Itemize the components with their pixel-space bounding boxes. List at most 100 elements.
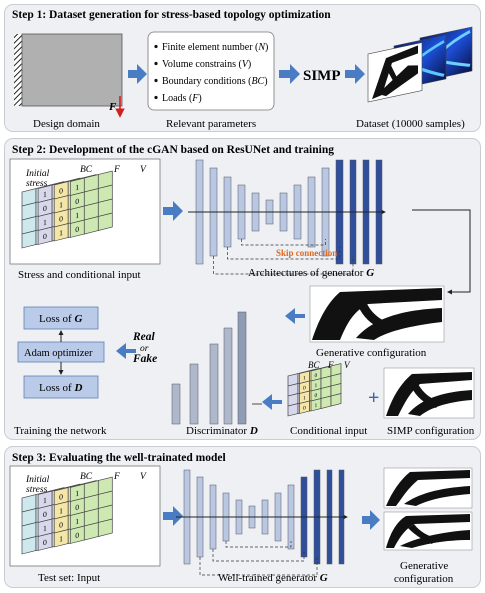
stack-label-v: V [140, 165, 147, 175]
discriminator-layer [209, 343, 219, 425]
grid-digit: 1 [43, 495, 47, 505]
grid-digit: 0 [303, 385, 306, 392]
skip-connection-line [241, 239, 326, 246]
cond-label-v: V [344, 360, 351, 370]
grid-digit: 0 [59, 214, 63, 224]
right-arrow-icon [163, 506, 183, 526]
fake-label: Fake [132, 353, 157, 365]
right-arrow-icon [279, 64, 300, 84]
grid-digit: 1 [75, 516, 79, 526]
or-label: or [140, 344, 149, 354]
generator-caption: Architectures of generator G [248, 267, 374, 279]
param-item: Volume constrains (V) [162, 59, 251, 70]
bullet-icon [154, 78, 158, 83]
discriminator-layer [237, 311, 247, 425]
right-arrow-icon [163, 201, 183, 221]
grid-digit: 1 [303, 395, 306, 402]
skip-connection-line [225, 541, 292, 548]
discriminator-layer [223, 327, 233, 425]
test-caption: Test set: Input [38, 572, 100, 584]
generative3-caption-2: configuration [394, 573, 454, 585]
params-box [147, 31, 275, 111]
step1-title: Step 1: Dataset generation for stress-ba… [12, 9, 331, 21]
params-list: Finite element number (N) Volume constrai… [154, 42, 268, 104]
plus-sign: + [368, 387, 379, 409]
grid-digit: 1 [75, 210, 79, 220]
grid-cell [330, 393, 342, 407]
grid-digit: 1 [59, 506, 63, 516]
bullet-icon [154, 61, 158, 66]
force-label: F [108, 101, 117, 113]
grid-digit: 0 [59, 492, 63, 502]
grid-digit: 0 [43, 537, 47, 547]
dataset-stack [367, 26, 473, 103]
stack-label-bc: BC [80, 165, 93, 175]
grid-digit: 0 [75, 224, 79, 234]
design-domain: F [14, 33, 125, 118]
well-trained-generator [176, 469, 348, 576]
loss-d-box [23, 375, 99, 399]
stack-label-initial: Initial [25, 169, 50, 179]
simp-caption: SIMP configuration [387, 425, 475, 437]
grid-digit: 1 [59, 228, 63, 238]
grid-digit: 1 [43, 189, 47, 199]
generative-output-1 [383, 467, 473, 509]
grid-layer: 1 0 1 0 [69, 476, 113, 544]
grid-digit: 0 [59, 520, 63, 530]
grid-digit: 0 [303, 405, 306, 412]
grid-digit: 0 [59, 186, 63, 196]
grid-cell [83, 522, 99, 541]
grid-digit: 0 [75, 502, 79, 512]
grid-digit: 1 [59, 534, 63, 544]
loss-d-label: Loss of D [39, 382, 82, 394]
generator-architecture [188, 159, 386, 275]
flow-arrow [412, 209, 471, 295]
grid-digit: 0 [315, 373, 318, 380]
skip-connection-label: Skip connection [276, 248, 337, 258]
grid-cell [97, 518, 113, 537]
grid-digit: 0 [315, 393, 318, 400]
grid-digit: 0 [75, 530, 79, 540]
discriminator-layer [189, 363, 199, 425]
stack3-label-f: F [113, 472, 120, 482]
stress-caption: Stress and conditional input [18, 269, 141, 281]
param-item: Finite element number (N) [162, 42, 268, 53]
loss-g-box [23, 306, 99, 330]
bullet-icon [154, 95, 158, 100]
skip-connection-line [213, 256, 354, 275]
param-item: Boundary conditions (BC) [162, 76, 268, 87]
right-arrow-icon [362, 510, 380, 530]
generative-configuration-image [309, 285, 445, 343]
right-arrow-icon [345, 64, 365, 84]
grid-cell [287, 403, 299, 417]
left-arrow-icon [116, 343, 136, 359]
grid-digit: 1 [59, 200, 63, 210]
stack3-label-bc: BC [80, 472, 93, 482]
left-arrow-icon [285, 308, 305, 324]
grid-digit: 0 [43, 203, 47, 213]
training-caption: Training the network [14, 425, 107, 437]
param-item: Loads (F) [162, 93, 202, 104]
grid-cell [97, 212, 113, 231]
grid-cell [320, 395, 332, 409]
grid-digit: 1 [43, 217, 47, 227]
grid-digit: 1 [75, 488, 79, 498]
grid-digit: 1 [315, 383, 318, 390]
skip-connection-line [227, 247, 340, 260]
grid-digit: 0 [43, 509, 47, 519]
grid-digit: 0 [75, 196, 79, 206]
real-label: Real [132, 331, 156, 343]
stack3-label-v: V [140, 472, 147, 482]
fixed-support [14, 34, 22, 106]
conditional-caption: Conditional input [290, 425, 367, 437]
right-arrow-icon [128, 64, 147, 84]
stack3-label-stress: stress [26, 485, 48, 495]
grid-digit: 0 [43, 231, 47, 241]
stack-label-stress: stress [26, 179, 48, 189]
cond-label-bc: BC [308, 360, 320, 370]
generator3-caption: Well-trained generator G [218, 572, 328, 584]
discriminator-caption: Discriminator D [186, 425, 258, 437]
